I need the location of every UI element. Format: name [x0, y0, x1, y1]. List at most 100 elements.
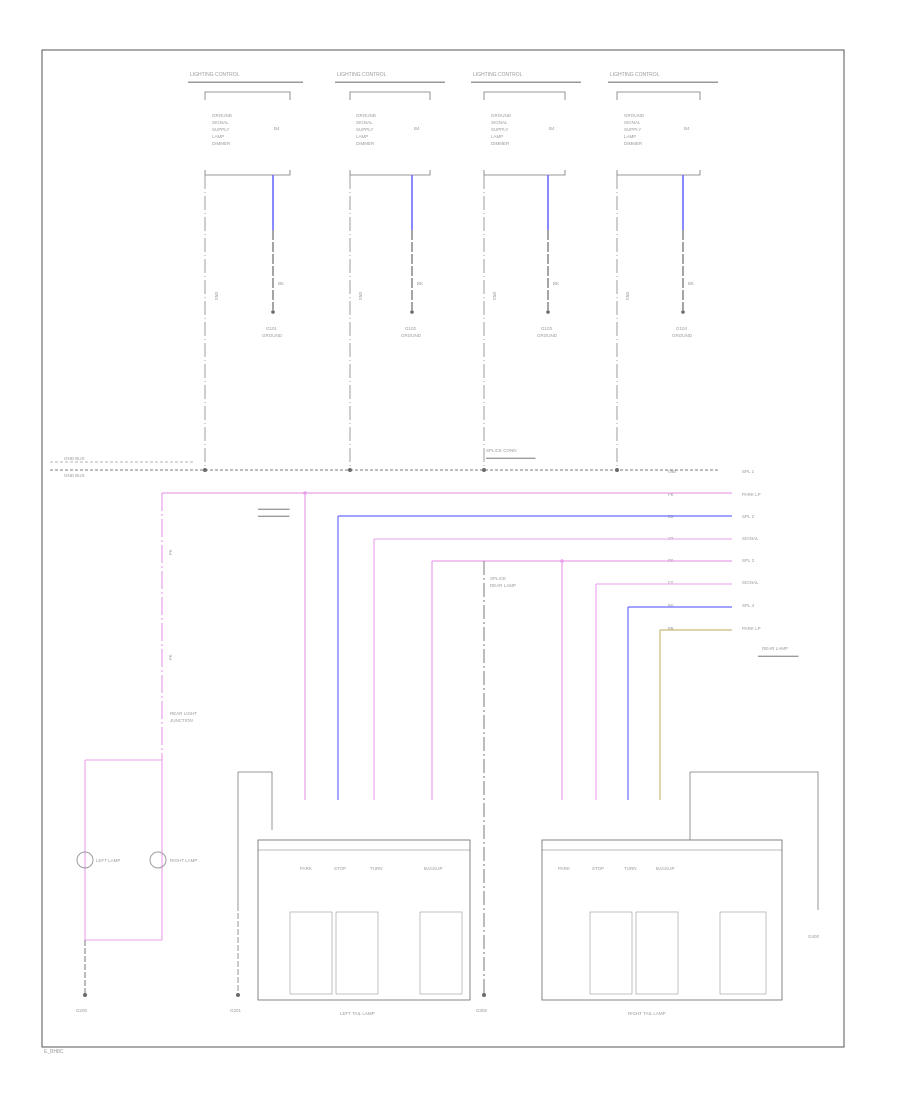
left-note: REAR LIGHT [170, 711, 197, 716]
svg-text:BK: BK [278, 281, 284, 286]
module-pin: DIMMER [356, 141, 375, 146]
module-pin: DIMMER [491, 141, 510, 146]
module-box [483, 91, 566, 176]
svg-text:▬▬▬▬▬▬▬: ▬▬▬▬▬▬▬ [258, 506, 290, 511]
module-title: LIGHTING CONTROL [473, 72, 523, 78]
bus-label: GND BUS [64, 456, 85, 461]
bulb-label: LEFT LAMP [96, 858, 120, 863]
footer-id: E_BH8C [44, 1049, 64, 1055]
left-ground-label: G200 [76, 1008, 88, 1013]
module-pin: SIGNAL [624, 120, 641, 125]
module-box [204, 91, 291, 176]
top-module-4: LIGHTING CONTROL ▬▬▬▬▬▬▬▬▬▬▬▬▬▬▬▬▬▬▬▬▬▬ … [608, 72, 718, 470]
module-pin: SIGNAL [356, 120, 373, 125]
svg-text:▬▬▬▬▬▬▬▬▬▬▬▬▬▬▬▬▬▬▬▬▬▬: ▬▬▬▬▬▬▬▬▬▬▬▬▬▬▬▬▬▬▬▬▬▬ [335, 79, 445, 85]
terminal-name: PARK LP [742, 626, 761, 631]
svg-text:GND: GND [625, 292, 631, 300]
terminal-name: SPL 4 [742, 603, 755, 608]
module-pin: DIMMER [624, 141, 643, 146]
center-ground-label: G300 [476, 1008, 488, 1013]
module-pin: GROUND [491, 113, 512, 118]
module-pin: SUPPLY [624, 127, 641, 132]
svg-text:GND: GND [492, 292, 498, 300]
module-pin: DIMMER [212, 141, 231, 146]
module-title-line2: ▬▬▬▬▬▬▬▬▬▬▬▬▬▬▬▬▬▬▬▬▬▬▬ [188, 79, 303, 85]
module-pin: GROUND [212, 113, 233, 118]
left-bulbs: LEFT LAMP RIGHT LAMP G200 [76, 851, 197, 1013]
right-note: REAR LAMP [762, 646, 788, 651]
svg-text:▬▬▬▬▬▬▬▬▬▬▬: ▬▬▬▬▬▬▬▬▬▬▬ [486, 455, 536, 460]
svg-text:GROUND: GROUND [672, 333, 693, 338]
terminal-name: SIGNAL [742, 580, 759, 585]
svg-text:BK: BK [417, 281, 423, 286]
module-title: LIGHTING CONTROL [337, 72, 387, 78]
module-pin: SIGNAL [491, 120, 508, 125]
module-pin: LAMP [356, 134, 368, 139]
svg-text:B4: B4 [414, 126, 420, 131]
bulb-icon [76, 851, 94, 869]
svg-text:B4: B4 [274, 126, 280, 131]
top-module-3: LIGHTING CONTROL ▬▬▬▬▬▬▬▬▬▬▬▬▬▬▬▬▬▬▬▬▬▬ … [471, 72, 581, 470]
terminal-code: GND [668, 469, 676, 475]
module-pin: SUPPLY [356, 127, 373, 132]
module-ground-label: G102 [405, 326, 417, 331]
lamp-pin: PARK [558, 866, 570, 871]
terminal-code: GY [668, 580, 674, 586]
svg-text:B4: B4 [684, 126, 690, 131]
left-note: JUNCTION [170, 718, 193, 723]
svg-text:▬▬▬▬▬▬▬▬▬: ▬▬▬▬▬▬▬▬▬ [758, 653, 799, 658]
svg-text:B4: B4 [549, 126, 555, 131]
lamp-pin: TURN [624, 866, 637, 871]
diagram-border [41, 49, 845, 1048]
mid-note: SPLICE [490, 576, 506, 581]
svg-text:GND: GND [214, 292, 220, 300]
left-tail-lamp: PARK STOP TURN BACKUP LEFT TAIL LAMP G20… [230, 771, 471, 1016]
terminal-code: PK [668, 492, 674, 498]
lamp-pin: STOP [592, 866, 604, 871]
lamp-pin: BACKUP [424, 866, 443, 871]
terminal-name: PARK LP [742, 492, 761, 497]
module-pin: GROUND [624, 113, 645, 118]
module-box [349, 91, 431, 176]
ground-bus: GND BUS GND BUS SPLICE CONN ▬▬▬▬▬▬▬▬▬▬▬ [50, 448, 720, 478]
terminal-name: SPL 2 [742, 514, 755, 519]
mid-note: REAR LAMP [490, 583, 516, 588]
svg-text:▬▬▬▬▬▬▬▬▬▬▬▬▬▬▬▬▬▬▬▬▬▬: ▬▬▬▬▬▬▬▬▬▬▬▬▬▬▬▬▬▬▬▬▬▬ [608, 79, 718, 85]
terminal-code: BU [668, 514, 674, 520]
terminal-code: BN [668, 626, 674, 632]
svg-text:GROUND: GROUND [401, 333, 422, 338]
module-pin: SUPPLY [491, 127, 508, 132]
bus-label: GND BUS [64, 473, 85, 478]
left-lamp-ground: G201 [230, 1008, 242, 1013]
svg-text:PK: PK [168, 654, 174, 660]
module-ground-label: G103 [541, 326, 553, 331]
lamp-pin: PARK [300, 866, 312, 871]
svg-text:GROUND: GROUND [537, 333, 558, 338]
right-ground-label: G400 [808, 934, 820, 939]
right-tail-lamp: PARK STOP TURN BACKUP RIGHT TAIL LAMP G4… [541, 771, 820, 1016]
svg-text:BK: BK [553, 281, 559, 286]
top-module-group: LIGHTING CONTROL ▬▬▬▬▬▬▬▬▬▬▬▬▬▬▬▬▬▬▬▬▬▬▬… [188, 72, 718, 470]
top-module-2: LIGHTING CONTROL ▬▬▬▬▬▬▬▬▬▬▬▬▬▬▬▬▬▬▬▬▬▬ … [335, 72, 445, 470]
svg-text:BK: BK [688, 281, 694, 286]
terminal-name: SPL 1 [742, 469, 755, 474]
splice-label: SPLICE CONN [486, 448, 517, 453]
bulb-icon [149, 851, 167, 869]
lamp-title: LEFT TAIL LAMP [340, 1011, 375, 1016]
module-pin: LAMP [491, 134, 503, 139]
svg-text:▬▬▬▬▬▬▬▬▬▬▬▬▬▬▬▬▬▬▬▬▬▬: ▬▬▬▬▬▬▬▬▬▬▬▬▬▬▬▬▬▬▬▬▬▬ [471, 79, 581, 85]
module-pin: SIGNAL [212, 120, 229, 125]
lamp-pin: TURN [370, 866, 383, 871]
svg-text:GROUND: GROUND [262, 333, 283, 338]
terminal-name: SIGNAL [742, 536, 759, 541]
module-pin: LAMP [624, 134, 636, 139]
lamp-pin: BACKUP [656, 866, 675, 871]
module-pin: GROUND [356, 113, 377, 118]
lamp-title: RIGHT TAIL LAMP [628, 1011, 666, 1016]
svg-text:PK: PK [168, 549, 174, 555]
module-title: LIGHTING CONTROL [610, 72, 660, 78]
terminal-code: BU [668, 603, 674, 609]
module-pin: SUPPLY [212, 127, 229, 132]
svg-text:GND: GND [358, 292, 364, 300]
